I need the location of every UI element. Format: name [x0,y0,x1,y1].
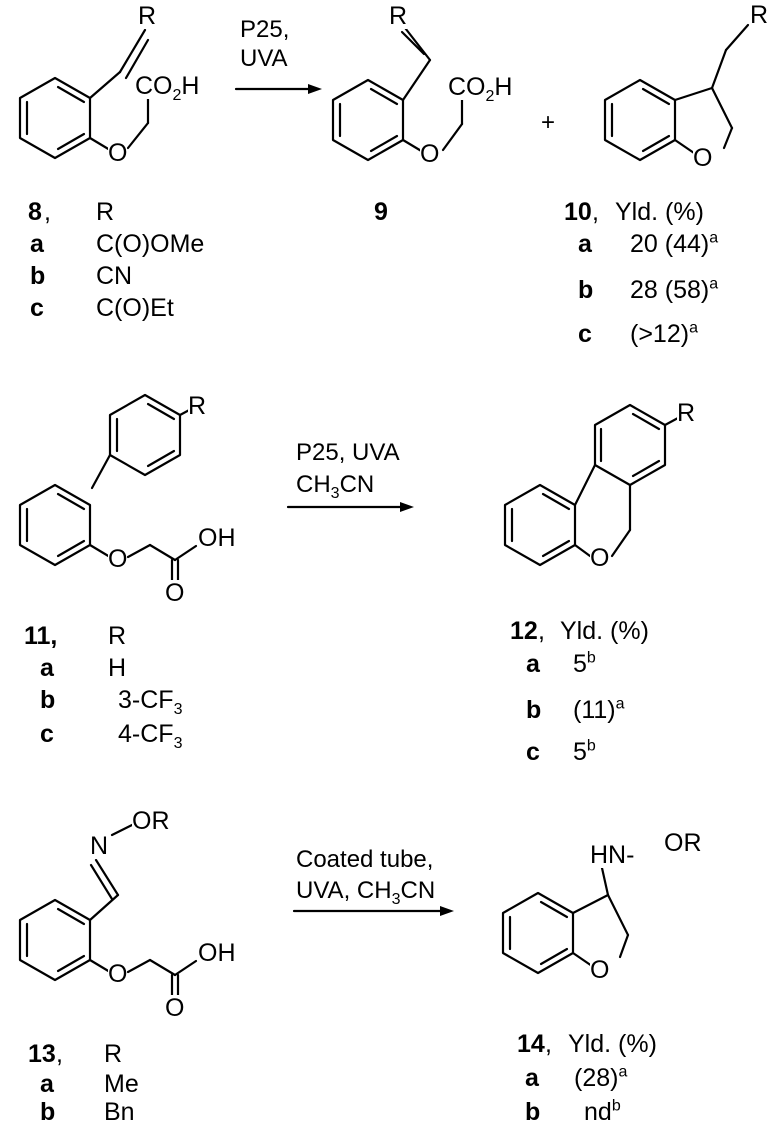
atom-OH: OH [198,524,236,552]
entry-r: Bn [104,1098,135,1126]
entry-letter: a [526,650,540,678]
compound-number: 11, [24,622,58,650]
atom-R: R [389,2,408,30]
entry-yield: 28 (58)a [630,275,719,304]
reagent-line: P25, [240,16,290,43]
entry-yield: (11)a [573,695,625,724]
compound-10-structure [603,23,750,162]
compound-number: 13 [28,1040,56,1068]
atom-co2h: CO2H [448,73,513,105]
entry-r: Me [104,1070,139,1098]
entry-r: CN [96,262,133,290]
entry-letter: a [40,654,54,682]
reagent-line: UVA, CH3CN [296,877,436,908]
entry-letter: a [40,1070,54,1098]
separator: , [545,1030,552,1058]
entry-letter: c [40,720,54,748]
entry-letter: a [525,1064,539,1092]
entry-r: 4-CF3 [118,720,183,752]
compound-14-structure [501,866,630,975]
compound-number: 10 [564,198,592,226]
compound-13-structure [18,822,198,997]
compound-12-structure [503,403,680,567]
entry-r: 3-CF3 [118,686,183,718]
reagent-line: Coated tube, [296,846,434,873]
entry-yield: 5b [573,737,596,766]
entry-letter: b [578,276,594,304]
entry-letter: b [30,262,46,290]
atom-R: R [138,2,157,30]
entry-letter: a [578,230,592,258]
atom-OH: OH [198,939,236,967]
atom-OR: OR [664,829,702,857]
atom-O: O [165,579,185,607]
atom-O: O [108,960,128,988]
entry-letter: c [578,320,592,348]
entry-yield: ndb [584,1097,621,1126]
reagent-line: P25, UVA [296,439,400,466]
compound-number: 12 [510,617,538,645]
reagent-line: CH3CN [296,471,375,502]
atom-R: R [677,399,696,427]
entry-letter: c [30,294,44,322]
atom-co2h: CO2H [135,72,200,104]
entry-letter: b [525,1098,541,1126]
compound-number: 8 [28,198,42,226]
entry-letter: b [526,696,542,724]
entry-letter: b [40,1098,56,1126]
yield-header: Yld. (%) [568,1030,657,1058]
entry-letter: b [40,686,56,714]
atom-O: O [590,956,610,984]
atom-O: O [108,139,128,167]
compound-number: 14 [517,1030,545,1058]
atom-R: R [750,1,769,29]
separator: , [56,1040,63,1068]
atom-O: O [108,545,128,573]
plus-sign: + [541,109,556,136]
atom-O: O [165,994,185,1022]
entry-r: H [108,654,127,682]
compound-8-structure [18,28,150,160]
atom-R: R [188,392,207,420]
entry-letter: c [526,738,540,766]
compound-11-structure [18,393,198,582]
entry-yield: 20 (44)a [630,229,719,258]
atom-HN: HN- [590,841,635,869]
atom-OR: OR [132,807,170,835]
entry-yield: (28)a [574,1063,628,1092]
compound-9-structure [331,22,464,162]
atom-N: N [90,832,109,860]
atom-O: O [590,544,610,572]
entry-yield: 5b [573,649,596,678]
r-header: R [104,1040,123,1068]
separator: , [44,198,51,226]
compound-number: 9 [374,198,388,226]
yield-header: Yld. (%) [560,617,649,645]
atom-O: O [420,140,440,168]
entry-r: C(O)Et [96,294,174,322]
atom-O: O [693,144,713,172]
r-header: R [96,198,115,226]
entry-r: C(O)OMe [96,230,205,258]
r-header: R [108,622,127,650]
entry-letter: a [30,230,44,258]
yield-header: Yld. (%) [615,198,704,226]
separator: , [592,198,599,226]
separator: , [538,617,545,645]
entry-yield: (>12)a [630,319,698,348]
reagent-line: UVA [240,45,288,72]
